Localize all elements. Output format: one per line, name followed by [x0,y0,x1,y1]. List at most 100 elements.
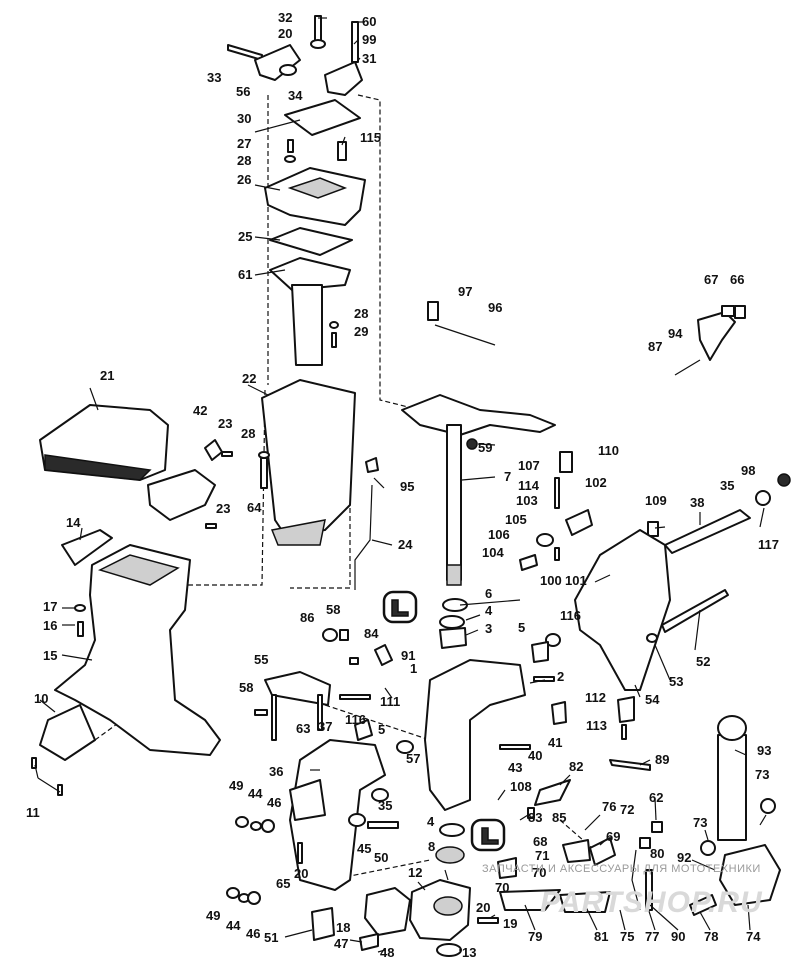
callout-87: 87 [648,339,662,354]
callout-6: 6 [485,586,492,601]
callout-29: 29 [354,324,368,339]
washer-49b [226,887,240,899]
callout-28: 28 [237,153,251,168]
callout-19: 19 [503,916,517,931]
linkage-55-group [254,628,393,741]
callout-27: 27 [237,136,251,151]
callout-101: 101 [565,573,587,588]
callout-79: 79 [528,929,542,944]
callout-92: 92 [677,850,691,865]
callout-1: 1 [410,661,417,676]
callout-96: 96 [488,300,502,315]
callout-64: 64 [247,500,262,515]
callout-100: 100 [540,573,562,588]
screw-100 [554,547,560,561]
callout-78: 78 [704,929,718,944]
callout-21: 21 [100,368,114,383]
screw-27 [287,139,294,153]
callout-109: 109 [645,493,667,508]
pin-115 [337,141,347,161]
screw-64 [260,457,268,489]
washer-34 [279,64,297,76]
bolt-60 [351,21,359,63]
washer-116a [545,633,561,647]
callout-58-b: 58 [239,680,253,695]
callout-76: 76 [602,799,616,814]
washer-35 [755,490,771,506]
tilt-tube-38 [664,509,751,554]
lower-shroud-group [39,404,233,529]
callout-38: 38 [690,495,704,510]
callout-4-b: 4 [427,814,435,829]
callout-37: 37 [318,719,332,734]
callout-112: 112 [585,690,606,705]
callout-65: 65 [276,876,290,891]
callout-59: 59 [478,440,492,455]
cam-102 [565,509,593,536]
callout-30: 30 [237,111,251,126]
callout-44-b: 44 [226,918,241,933]
callout-81: 81 [594,929,608,944]
callout-90: 90 [671,929,685,944]
bracket-54 [574,529,671,691]
callout-16: 16 [43,618,57,633]
screw-29 [331,332,337,348]
callout-34: 34 [288,88,303,103]
washer-13 [436,943,462,957]
callout-66: 66 [730,272,744,287]
callout-93: 93 [757,743,771,758]
cam-group [519,451,593,571]
spring-89 [609,759,651,771]
callout-106: 106 [488,527,510,542]
washer-5b [396,740,414,754]
bushing-95 [365,457,379,473]
callout-12: 12 [408,865,422,880]
rod-87 [674,359,701,376]
callout-28-b: 28 [354,306,368,321]
callout-3: 3 [485,621,492,636]
callout-35: 35 [720,478,734,493]
exhaust-housing-group [258,379,356,546]
screw-65 [297,842,303,864]
callout-94: 94 [668,326,683,341]
spring-91 [374,644,393,666]
callout-47: 47 [334,936,348,951]
callout-23-b: 23 [216,501,230,516]
callout-35-b: 35 [378,798,392,813]
callout-89: 89 [655,752,669,767]
swivel-bracket-group [574,473,791,691]
callout-114: 114 [518,478,540,493]
nut-59 [466,438,478,450]
lever-94 [697,311,736,361]
callout-11: 11 [26,805,40,820]
callout-70-b: 70 [495,880,509,895]
callout-33: 33 [207,70,221,85]
pin-111 [339,694,371,700]
screw-58b [254,709,268,716]
callout-14: 14 [66,515,81,530]
fitting-110 [559,451,573,473]
callout-25: 25 [238,229,252,244]
callout-113: 113 [586,718,607,733]
leader-lines [34,17,767,953]
callout-17: 17 [43,599,57,614]
callout-67: 67 [704,272,718,287]
steering-shaft-7 [446,424,462,581]
washer-4b [439,823,465,837]
link-96 [434,324,496,346]
callout-7: 7 [504,469,511,484]
bushing-109 [647,521,659,537]
callout-45: 45 [357,841,371,856]
cylinder-93 [717,734,747,841]
callout-63: 63 [296,721,310,736]
callout-56: 56 [236,84,250,99]
link-70a [499,889,561,911]
callout-98: 98 [741,463,755,478]
callout-107: 107 [518,458,540,473]
block-18 [364,887,411,936]
callout-44: 44 [248,786,263,801]
callout-2: 2 [557,669,564,684]
lever-94-group [674,305,746,376]
callout-74: 74 [746,929,761,944]
tube-61 [291,284,323,366]
